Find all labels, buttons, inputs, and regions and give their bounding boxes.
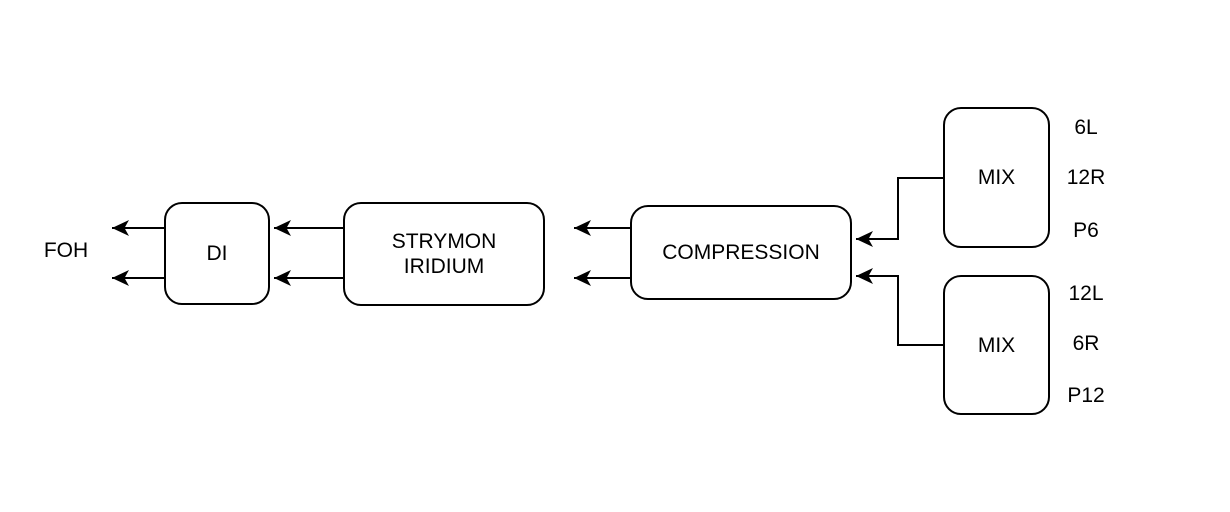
port-label-p6: P6 [1073,219,1099,242]
node-mix-top: MIX [943,107,1050,248]
node-mix-top-label: MIX [977,166,1016,189]
node-mix-bottom-label: MIX [977,333,1016,357]
node-compression: COMPRESSION [630,205,852,300]
node-mix-bottom: MIX [943,275,1050,415]
node-strymon-iridium-label-line2: IRIDIUM [403,255,485,278]
node-di: DI [164,202,270,305]
wire-mix-top-to-compression [856,177,943,247]
port-label-12l: 12L [1068,282,1104,305]
port-label-12r: 12R [1066,166,1106,189]
wire-mix-bottom-to-compression [856,268,943,346]
node-strymon-iridium: STRYMON IRIDIUM [343,202,545,306]
node-di-label: DI [206,242,228,265]
label-foh: FOH [43,239,89,262]
node-compression-label: COMPRESSION [662,241,820,264]
port-label-p12: P12 [1067,384,1105,407]
port-label-6r: 6R [1072,332,1100,355]
port-label-6l: 6L [1074,116,1098,139]
node-strymon-iridium-label-line1: STRYMON [391,230,497,253]
